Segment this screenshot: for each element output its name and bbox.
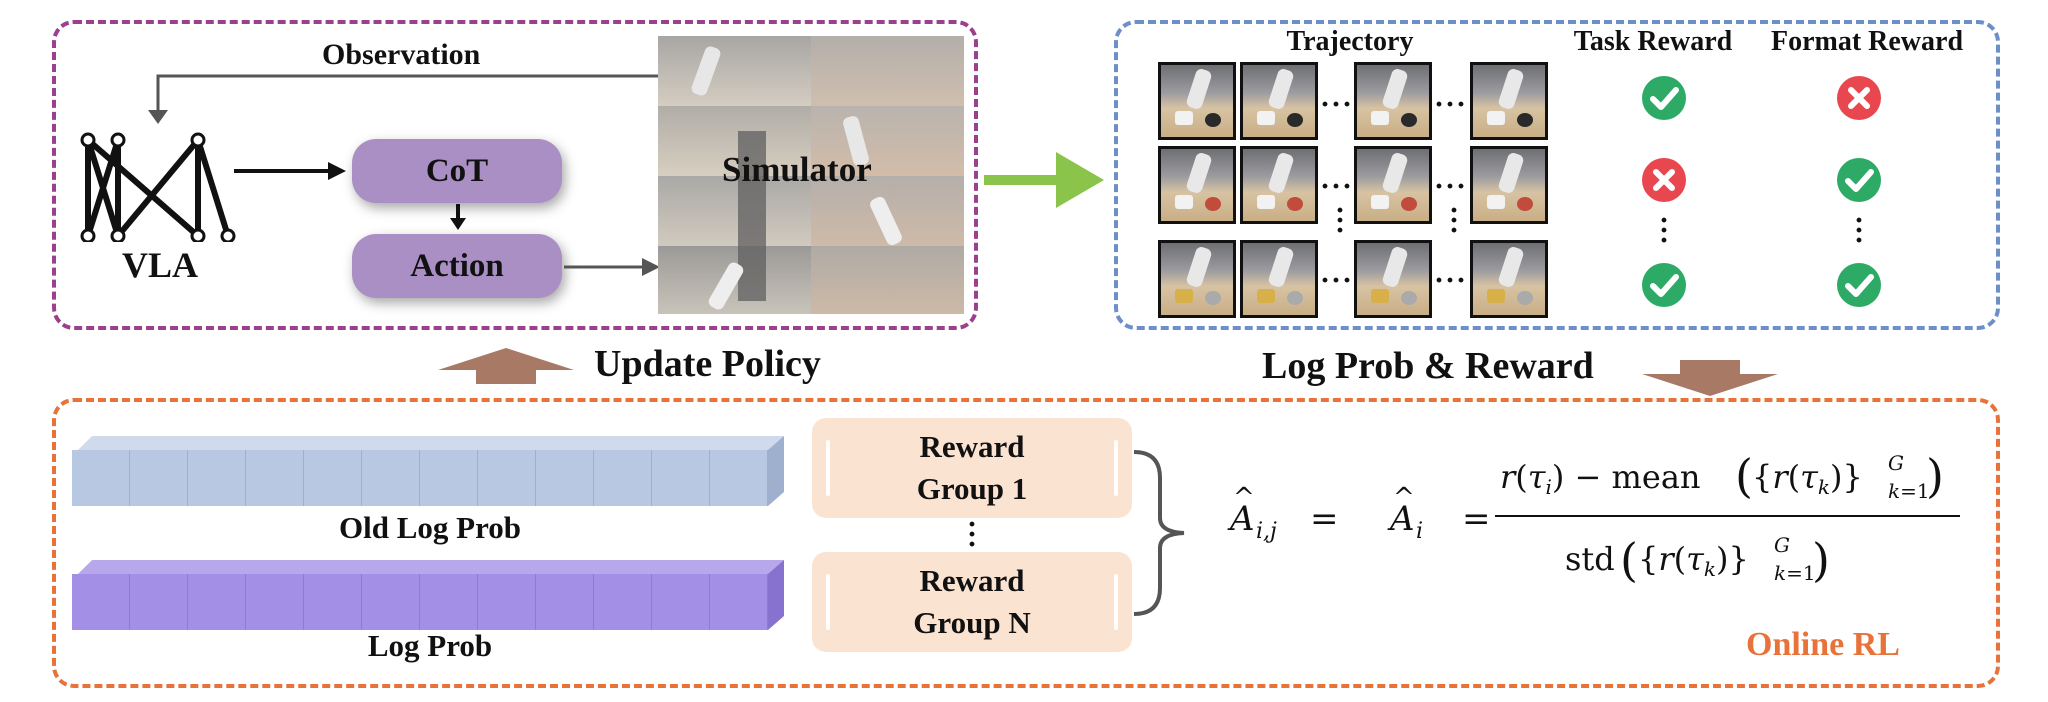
reward-group-1: Reward Group 1 [812,418,1132,518]
group-brace [1133,450,1185,616]
log-prob-label: Log Prob [367,628,493,663]
ellipsis-h: ··· [1434,264,1468,297]
svg-text:i,j: i,j [1256,519,1277,544]
old-log-prob-bar [72,436,790,506]
svg-text:(: ( [1735,449,1753,503]
ellipsis-v: ··· [1658,204,1669,257]
log-prob-bar [72,560,790,630]
ellipsis-v: ··· [1853,204,1864,257]
check-icon [1836,157,1882,203]
ellipsis-v: ··· [1448,194,1459,247]
svg-text:G: G [1774,533,1790,557]
old-log-prob-label: Old Log Prob [338,510,522,545]
policy-loop-box [52,20,978,330]
trajectory-frame [1158,240,1236,318]
svg-text:): ) [1812,533,1830,587]
simulator-image [658,36,964,314]
check-icon [1641,262,1687,308]
reward-group-1-line2: Group 1 [916,471,1028,506]
svg-text:G: G [1888,451,1904,475]
reward-group-1-line1: Reward [919,429,1025,464]
svg-text:k=1: k=1 [1774,561,1816,585]
svg-text:^: ^ [1233,483,1255,513]
ellipsis-v: ··· [966,508,977,561]
cot-node: CoT [352,139,562,203]
action-to-simulator-arrow [564,258,660,276]
svg-text:std: std [1565,540,1615,578]
observation-label: Observation [322,38,481,71]
svg-text:r(τi) − mean: r(τi) − mean [1500,458,1701,499]
ellipsis-h: ··· [1320,88,1354,121]
svg-text:): ) [1926,449,1944,503]
online-rl-box [52,398,2000,688]
task-reward-header: Task Reward [1573,26,1733,57]
cot-to-action-arrow [450,204,466,230]
reward-group-n: Reward Group N [812,552,1132,652]
trajectory-header: Trajectory [1286,26,1414,57]
cot-label: CoT [425,152,489,189]
svg-text:{r(τk)}: {r(τk)} [1752,458,1863,499]
cross-icon [1641,157,1687,203]
advantage-formula: A ^ i,j = A ^ i = r(τi) − mean ( {r(τk)}… [1227,449,1960,587]
check-icon [1836,262,1882,308]
check-icon [1641,75,1687,121]
trajectory-frame [1240,240,1318,318]
update-policy-label: Update Policy [594,343,821,385]
trajectory-frame [1158,62,1236,140]
svg-text:(: ( [1620,533,1638,587]
svg-text:i: i [1416,519,1423,544]
svg-text:A: A [1227,499,1255,539]
ellipsis-h: ··· [1434,170,1468,203]
svg-text:=: = [1462,499,1491,539]
vla-network-icon [80,132,236,242]
rollout-box [1114,20,2000,330]
trajectory-frame [1240,146,1318,224]
transfer-arrow [984,152,1104,208]
trajectory-frame [1158,146,1236,224]
update-policy-arrow [438,348,574,384]
vla-label: VLA [121,245,198,285]
ellipsis-h: ··· [1320,264,1354,297]
reward-group-n-line2: Group N [913,605,1031,640]
reward-group-n-line1: Reward [919,563,1025,598]
cross-icon [1836,75,1882,121]
simulator-label: Simulator [722,150,872,189]
trajectory-frame [1354,146,1432,224]
log-prob-reward-arrow [1642,360,1778,396]
format-reward-header: Format Reward [1770,26,1964,57]
trajectory-frame [1240,62,1318,140]
log-prob-reward-label: Log Prob & Reward [1262,345,1594,387]
trajectory-frame [1470,62,1548,140]
svg-text:{r(τk)}: {r(τk)} [1638,540,1749,581]
svg-text:=: = [1310,499,1339,539]
online-rl-label: Online RL [1746,626,1900,663]
ellipsis-h: ··· [1320,170,1354,203]
vla-to-cot-arrow [234,162,346,180]
svg-text:A: A [1387,499,1415,539]
trajectory-frame [1470,240,1548,318]
trajectory-frame [1470,146,1548,224]
ellipsis-v: ··· [1334,194,1345,247]
trajectory-frame [1354,62,1432,140]
ellipsis-h: ··· [1434,88,1468,121]
action-node: Action [352,234,562,298]
svg-text:k=1: k=1 [1888,479,1930,503]
action-label: Action [410,247,504,284]
svg-text:^: ^ [1393,483,1415,513]
trajectory-frame [1354,240,1432,318]
